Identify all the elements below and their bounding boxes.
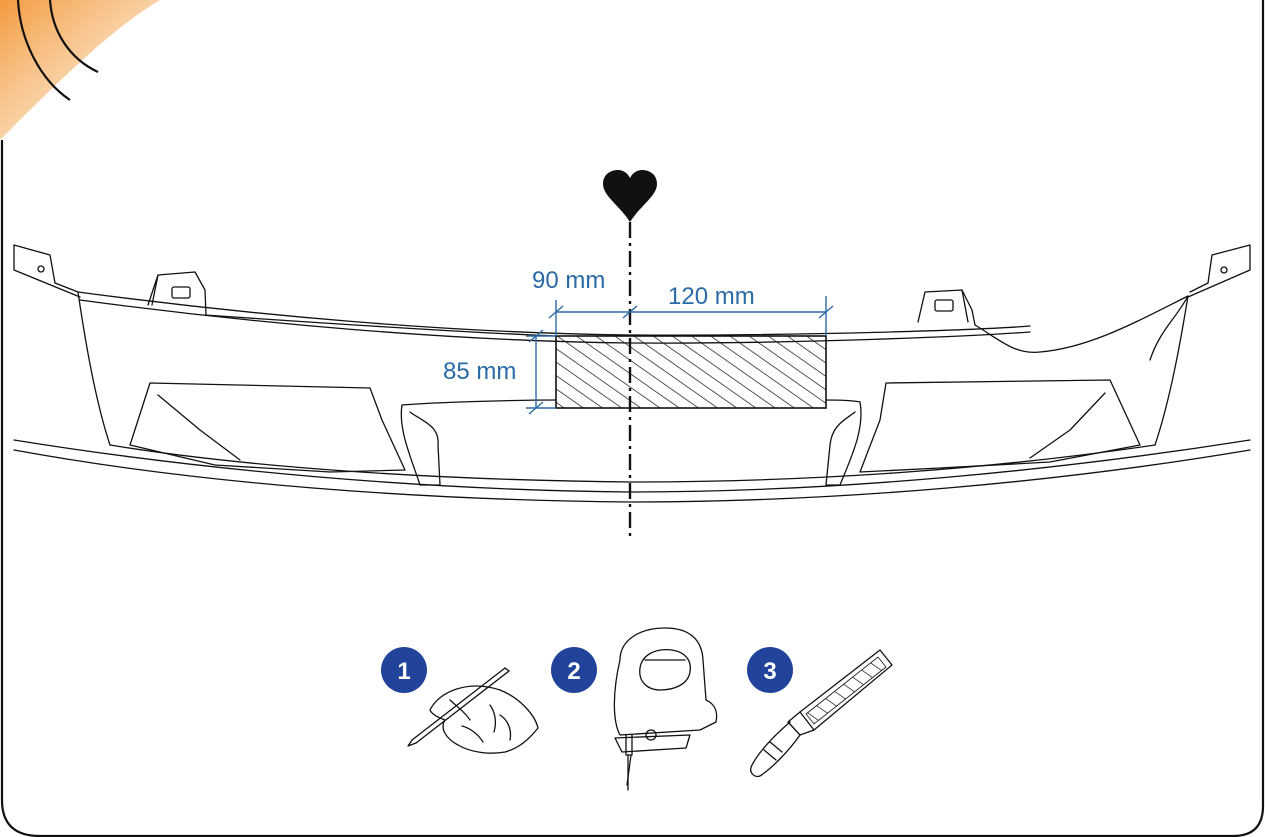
corner-arc-outer: [16, 0, 71, 101]
corner-arc-inner: [48, 0, 99, 73]
dimension-height: 85 mm: [443, 358, 516, 385]
step-1: 1: [381, 647, 539, 754]
step-2-badge: [551, 647, 597, 693]
dimension-right-width: 120 mm: [668, 283, 755, 310]
step-1-badge: [381, 647, 427, 693]
step-1-number: 1: [397, 658, 410, 685]
cutout-area: [555, 335, 827, 409]
pencil-hand-icon: [407, 667, 539, 754]
step-3: 3: [747, 647, 893, 778]
dimension-lines: [526, 296, 834, 415]
step-3-badge: [747, 647, 793, 693]
heart-icon: [603, 170, 657, 222]
step-3-number: 3: [763, 658, 776, 685]
jigsaw-icon: [613, 627, 718, 791]
step-2-number: 2: [567, 658, 580, 685]
step-2: 2: [551, 627, 718, 791]
file-icon: [750, 649, 893, 778]
corner-accent: [0, 0, 160, 140]
dimension-left-width: 90 mm: [532, 267, 605, 294]
